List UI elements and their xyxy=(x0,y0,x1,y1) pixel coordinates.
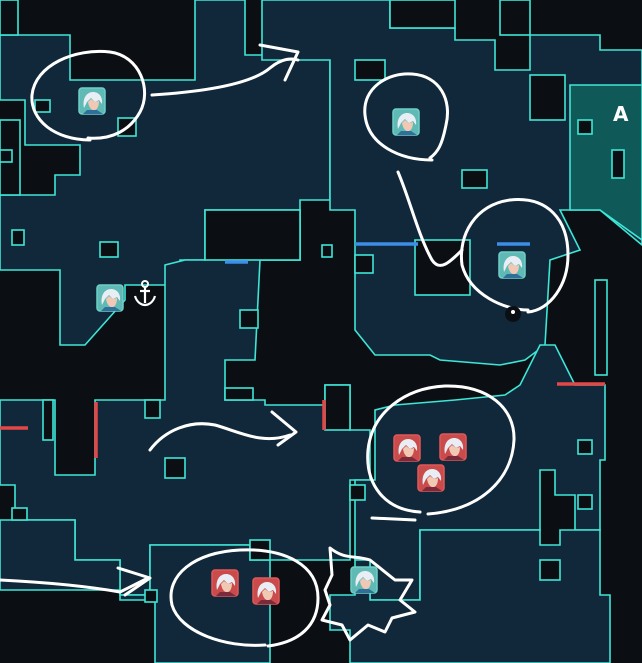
agent-portrait-icon xyxy=(96,284,124,312)
site-a-box-2 xyxy=(577,119,593,135)
wall-block xyxy=(529,74,566,121)
wall-block xyxy=(461,169,488,189)
wall-block xyxy=(577,439,593,455)
spike-dot-icon xyxy=(505,306,521,322)
wall-block xyxy=(164,457,186,479)
arrow-annotation xyxy=(148,422,292,452)
wall-block xyxy=(239,309,259,329)
agent-portrait-icon xyxy=(350,566,378,594)
wall-block xyxy=(594,279,608,376)
stroke-annotation xyxy=(396,170,464,267)
map-doors xyxy=(0,242,605,458)
site-a-label: A xyxy=(613,102,629,126)
stroke-annotation xyxy=(370,516,417,522)
wall-block xyxy=(204,209,301,261)
wall-block xyxy=(11,507,28,521)
agents-layer xyxy=(78,87,526,605)
arrow-head xyxy=(270,410,298,447)
anchor-icon xyxy=(133,280,157,307)
circle-annotation xyxy=(363,72,449,162)
map-walls xyxy=(0,0,608,603)
arrow-head xyxy=(258,43,300,82)
wall-block xyxy=(539,559,561,581)
wall-block xyxy=(34,99,51,113)
arrow-annotation xyxy=(150,57,300,97)
wall-block xyxy=(224,387,254,401)
wall-block xyxy=(0,0,19,36)
agent-portrait-icon xyxy=(78,87,106,115)
wall-block xyxy=(321,244,333,258)
agent-portrait-icon xyxy=(392,108,420,136)
circle-annotation xyxy=(366,384,516,516)
arrow-annotation xyxy=(0,576,150,594)
wall-block xyxy=(0,149,13,163)
site-a-box xyxy=(611,149,625,179)
burst-annotation xyxy=(320,546,417,642)
agent-portrait-icon xyxy=(252,577,280,605)
arrow-head xyxy=(116,566,152,597)
wall-block xyxy=(349,484,366,501)
wall-block xyxy=(577,494,593,510)
wall-block xyxy=(389,0,456,29)
wall-block xyxy=(354,59,386,81)
agent-portrait-icon xyxy=(417,464,445,492)
wall-block xyxy=(99,241,119,258)
circle-annotation xyxy=(169,548,320,648)
agent-portrait-icon xyxy=(393,434,421,462)
circle-annotation xyxy=(459,198,570,314)
wall-block xyxy=(144,589,158,603)
wall-block xyxy=(42,399,54,441)
agent-portrait-icon xyxy=(211,569,239,597)
annotations xyxy=(0,43,570,648)
wall-block xyxy=(144,399,161,419)
site-a-zone: A xyxy=(569,84,642,241)
agent-portrait-icon xyxy=(439,433,467,461)
wall-block xyxy=(354,254,374,274)
wall-block xyxy=(324,384,351,431)
wall-block xyxy=(499,0,531,36)
agent-portrait-icon xyxy=(498,251,526,279)
wall-block xyxy=(11,229,25,246)
circle-annotation xyxy=(30,49,146,142)
